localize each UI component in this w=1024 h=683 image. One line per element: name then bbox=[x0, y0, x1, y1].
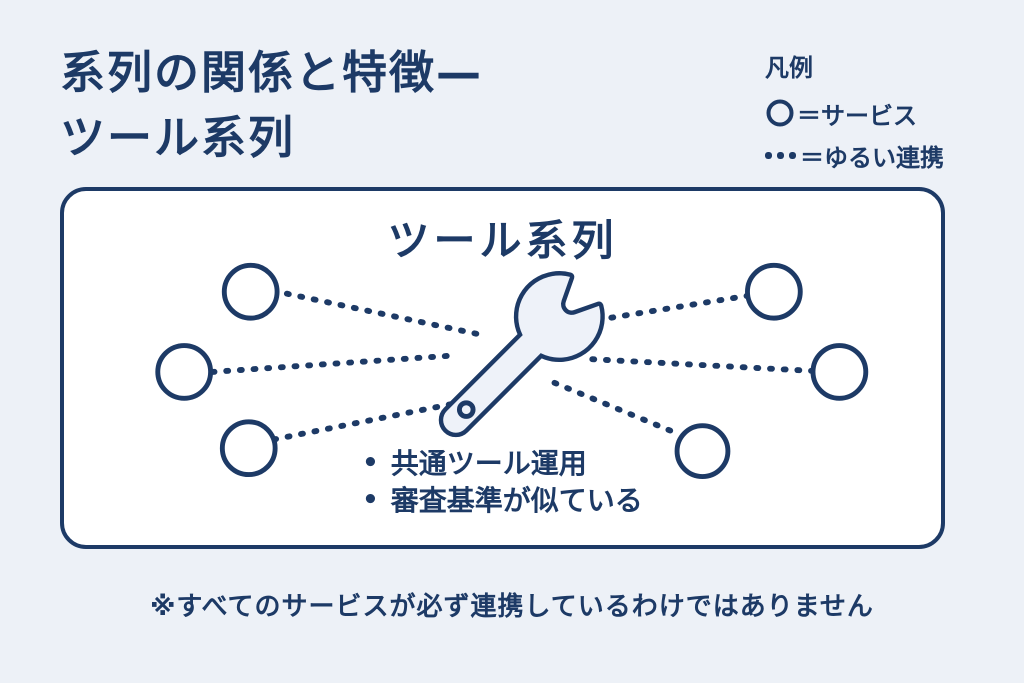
tool-series-box: ツール系列 • 共通ツール運用 • 審査基準が似ている bbox=[60, 187, 945, 549]
wrench-icon bbox=[438, 271, 605, 438]
loose-link-connector bbox=[209, 352, 460, 375]
service-circle bbox=[674, 423, 731, 479]
loose-link-connector bbox=[271, 401, 455, 443]
legend: 凡例 ＝サービス ＝ゆるい連携 bbox=[765, 48, 944, 172]
loose-link-connector bbox=[581, 292, 752, 325]
footnote: ※すべてのサービスが必ず連携しているわけではありません bbox=[150, 592, 874, 622]
loose-link-connector bbox=[544, 376, 674, 434]
bullet-marker: • bbox=[362, 485, 379, 515]
service-circle bbox=[745, 262, 803, 321]
feature-bullet-list: • 共通ツール運用 • 審査基準が似ている bbox=[362, 445, 643, 519]
loose-link-connector bbox=[589, 356, 816, 374]
bullet-marker: • bbox=[362, 448, 379, 478]
diagram-canvas bbox=[155, 262, 869, 479]
legend-item-service: ＝サービス bbox=[765, 97, 944, 130]
feature-bullet: • 審査基準が似ている bbox=[362, 482, 643, 519]
legend-item-label: ＝ゆるい連携 bbox=[800, 143, 944, 172]
legend-heading: 凡例 bbox=[765, 54, 813, 82]
service-circle bbox=[155, 343, 214, 401]
page-title-line2: ツール系列 bbox=[60, 111, 296, 165]
circle-icon bbox=[765, 98, 795, 128]
bullet-text: 審査基準が似ている bbox=[390, 484, 643, 517]
dotted-line-icon bbox=[765, 151, 796, 159]
legend-item-loose-link: ＝ゆるい連携 bbox=[765, 139, 944, 172]
legend-item-label: ＝サービス bbox=[797, 101, 917, 130]
loose-link-connector bbox=[283, 290, 480, 337]
service-circle bbox=[810, 343, 869, 401]
bullet-text: 共通ツール運用 bbox=[390, 447, 587, 480]
service-circle bbox=[221, 262, 280, 321]
page-title-line1: 系列の関係と特徴— bbox=[60, 46, 484, 99]
page-title: 系列の関係と特徴— ツール系列 bbox=[60, 40, 483, 171]
feature-bullet: • 共通ツール運用 bbox=[362, 445, 643, 482]
service-circle bbox=[219, 419, 278, 478]
box-title: ツール系列 bbox=[387, 216, 618, 265]
